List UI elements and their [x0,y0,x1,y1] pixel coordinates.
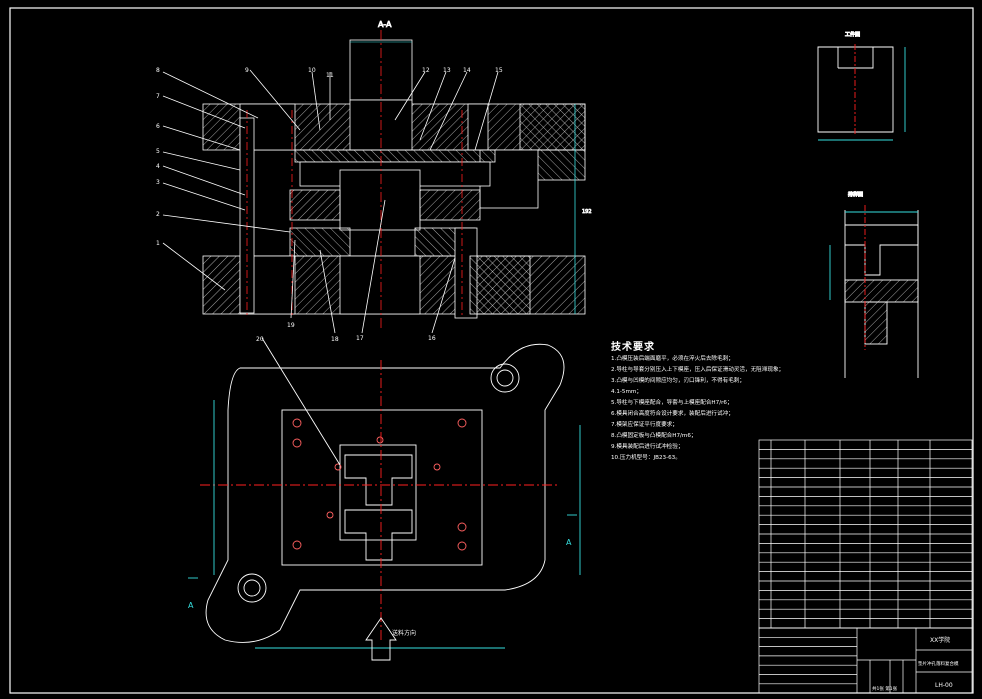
title-block [758,627,973,694]
callout-19: 19 [287,322,295,329]
section-view-a-a: A-A 192 [162,20,592,334]
tech-line: 1.凸模压装后端面磨平，必须在淬火后去除毛刺； [611,356,734,362]
strip-layout-inset: 排样图 [829,191,919,378]
feed-direction-label: 送料方向 [392,629,416,637]
tech-line: 7.模架应保证平行度要求； [611,422,678,428]
drawing-frame [9,7,974,694]
callout-14: 14 [463,67,471,74]
callout-17: 17 [356,335,364,342]
callout-11: 11 [326,72,334,79]
tech-line: 8.凸模固定板与凸模配合H7/m6； [611,433,697,439]
callout-13: 13 [443,67,451,74]
tech-line: 4.1-5mm； [611,389,642,395]
section-marker-right: A [566,538,572,547]
callout-3: 3 [156,179,160,186]
svg-text:192: 192 [582,209,592,215]
callout-6: 6 [156,123,160,130]
tech-requirements-list: 1.凸模压装后端面磨平，必须在淬火后去除毛刺； 2.导柱与导套分别压入上下模座，… [611,354,851,464]
callout-5: 5 [156,148,160,155]
callout-1: 1 [156,240,160,247]
section-marker-left: A [188,601,194,610]
strip-layout-label: 排样图 [848,191,863,198]
workpiece-label: 工件图 [845,31,860,38]
tech-line: 10.压力机型号：JB23-63。 [611,455,681,461]
drawing-name: 垫片冲孔落料复合模 [918,660,959,667]
callout-labels: 8 7 6 5 4 3 2 1 9 10 11 12 13 14 15 16 1… [156,67,503,343]
tech-line: 6.模具闭合高度符合设计要求，装配后进行试冲； [611,411,734,417]
callout-7: 7 [156,93,160,100]
callout-8: 8 [156,67,160,74]
drawing-number: LH-00 [935,682,953,689]
tech-line: 9.模具装配后进行试冲检验； [611,444,684,450]
callout-20: 20 [256,336,264,343]
callout-15: 15 [495,67,503,74]
sheet-info: 共1张 第1张 [872,685,898,692]
bom-table [758,439,973,629]
workpiece-inset: 工件图 [817,31,906,141]
tech-line: 3.凸模与凹模的间隙应均匀，刃口锋利，不得有毛刺； [611,378,745,384]
company-name: XX学院 [930,636,950,644]
callout-10: 10 [308,67,316,74]
callout-4: 4 [156,163,160,170]
callout-18: 18 [331,336,339,343]
section-label: A-A [378,20,392,29]
tech-requirements-title: 技术要求 [611,342,655,353]
callout-9: 9 [245,67,249,74]
callout-12: 12 [422,67,430,74]
callout-16: 16 [428,335,436,342]
plan-view [188,337,581,661]
callout-2: 2 [156,211,160,218]
tech-line: 2.导柱与导套分别压入上下模座，压入后保证滑动灵活，无阻滞现象； [611,367,785,373]
tech-line: 5.导柱与下模座配合，导套与上模座配合H7/r6； [611,400,733,406]
